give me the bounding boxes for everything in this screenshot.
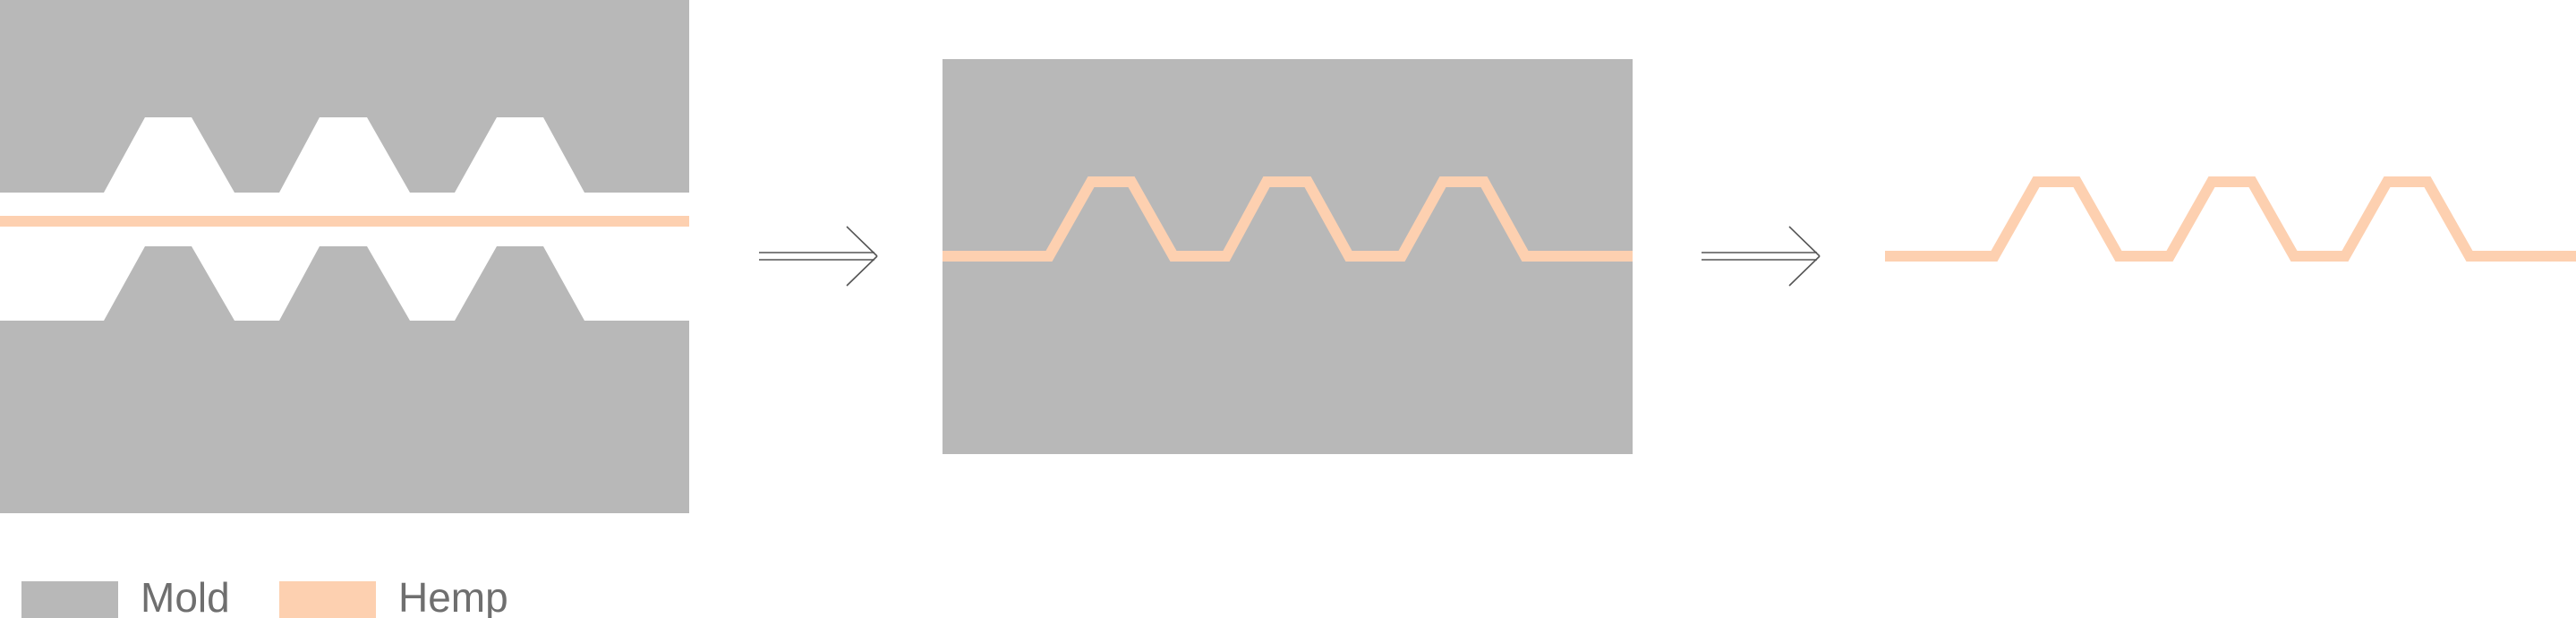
legend-label-hemp: Hemp <box>398 574 508 618</box>
legend-swatch-mold <box>21 581 118 618</box>
closed-mold-block <box>943 59 1633 454</box>
legend-label-mold: Mold <box>141 574 230 618</box>
process-arrow-1 <box>759 226 878 287</box>
hemp-formed-part <box>1885 176 2576 262</box>
hemp-sheet-flat <box>0 216 689 227</box>
stage-formed-part <box>1885 176 2576 262</box>
hemp-pressed-in-mold <box>943 176 1633 262</box>
process-arrow-2 <box>1702 226 1821 287</box>
stage-open-mold <box>0 0 689 513</box>
legend-swatch-hemp <box>279 581 376 618</box>
lower-mold-half <box>0 246 689 513</box>
stage-closed-mold <box>943 59 1633 454</box>
legend: Mold Hemp <box>21 574 508 618</box>
upper-mold-half <box>0 0 689 193</box>
